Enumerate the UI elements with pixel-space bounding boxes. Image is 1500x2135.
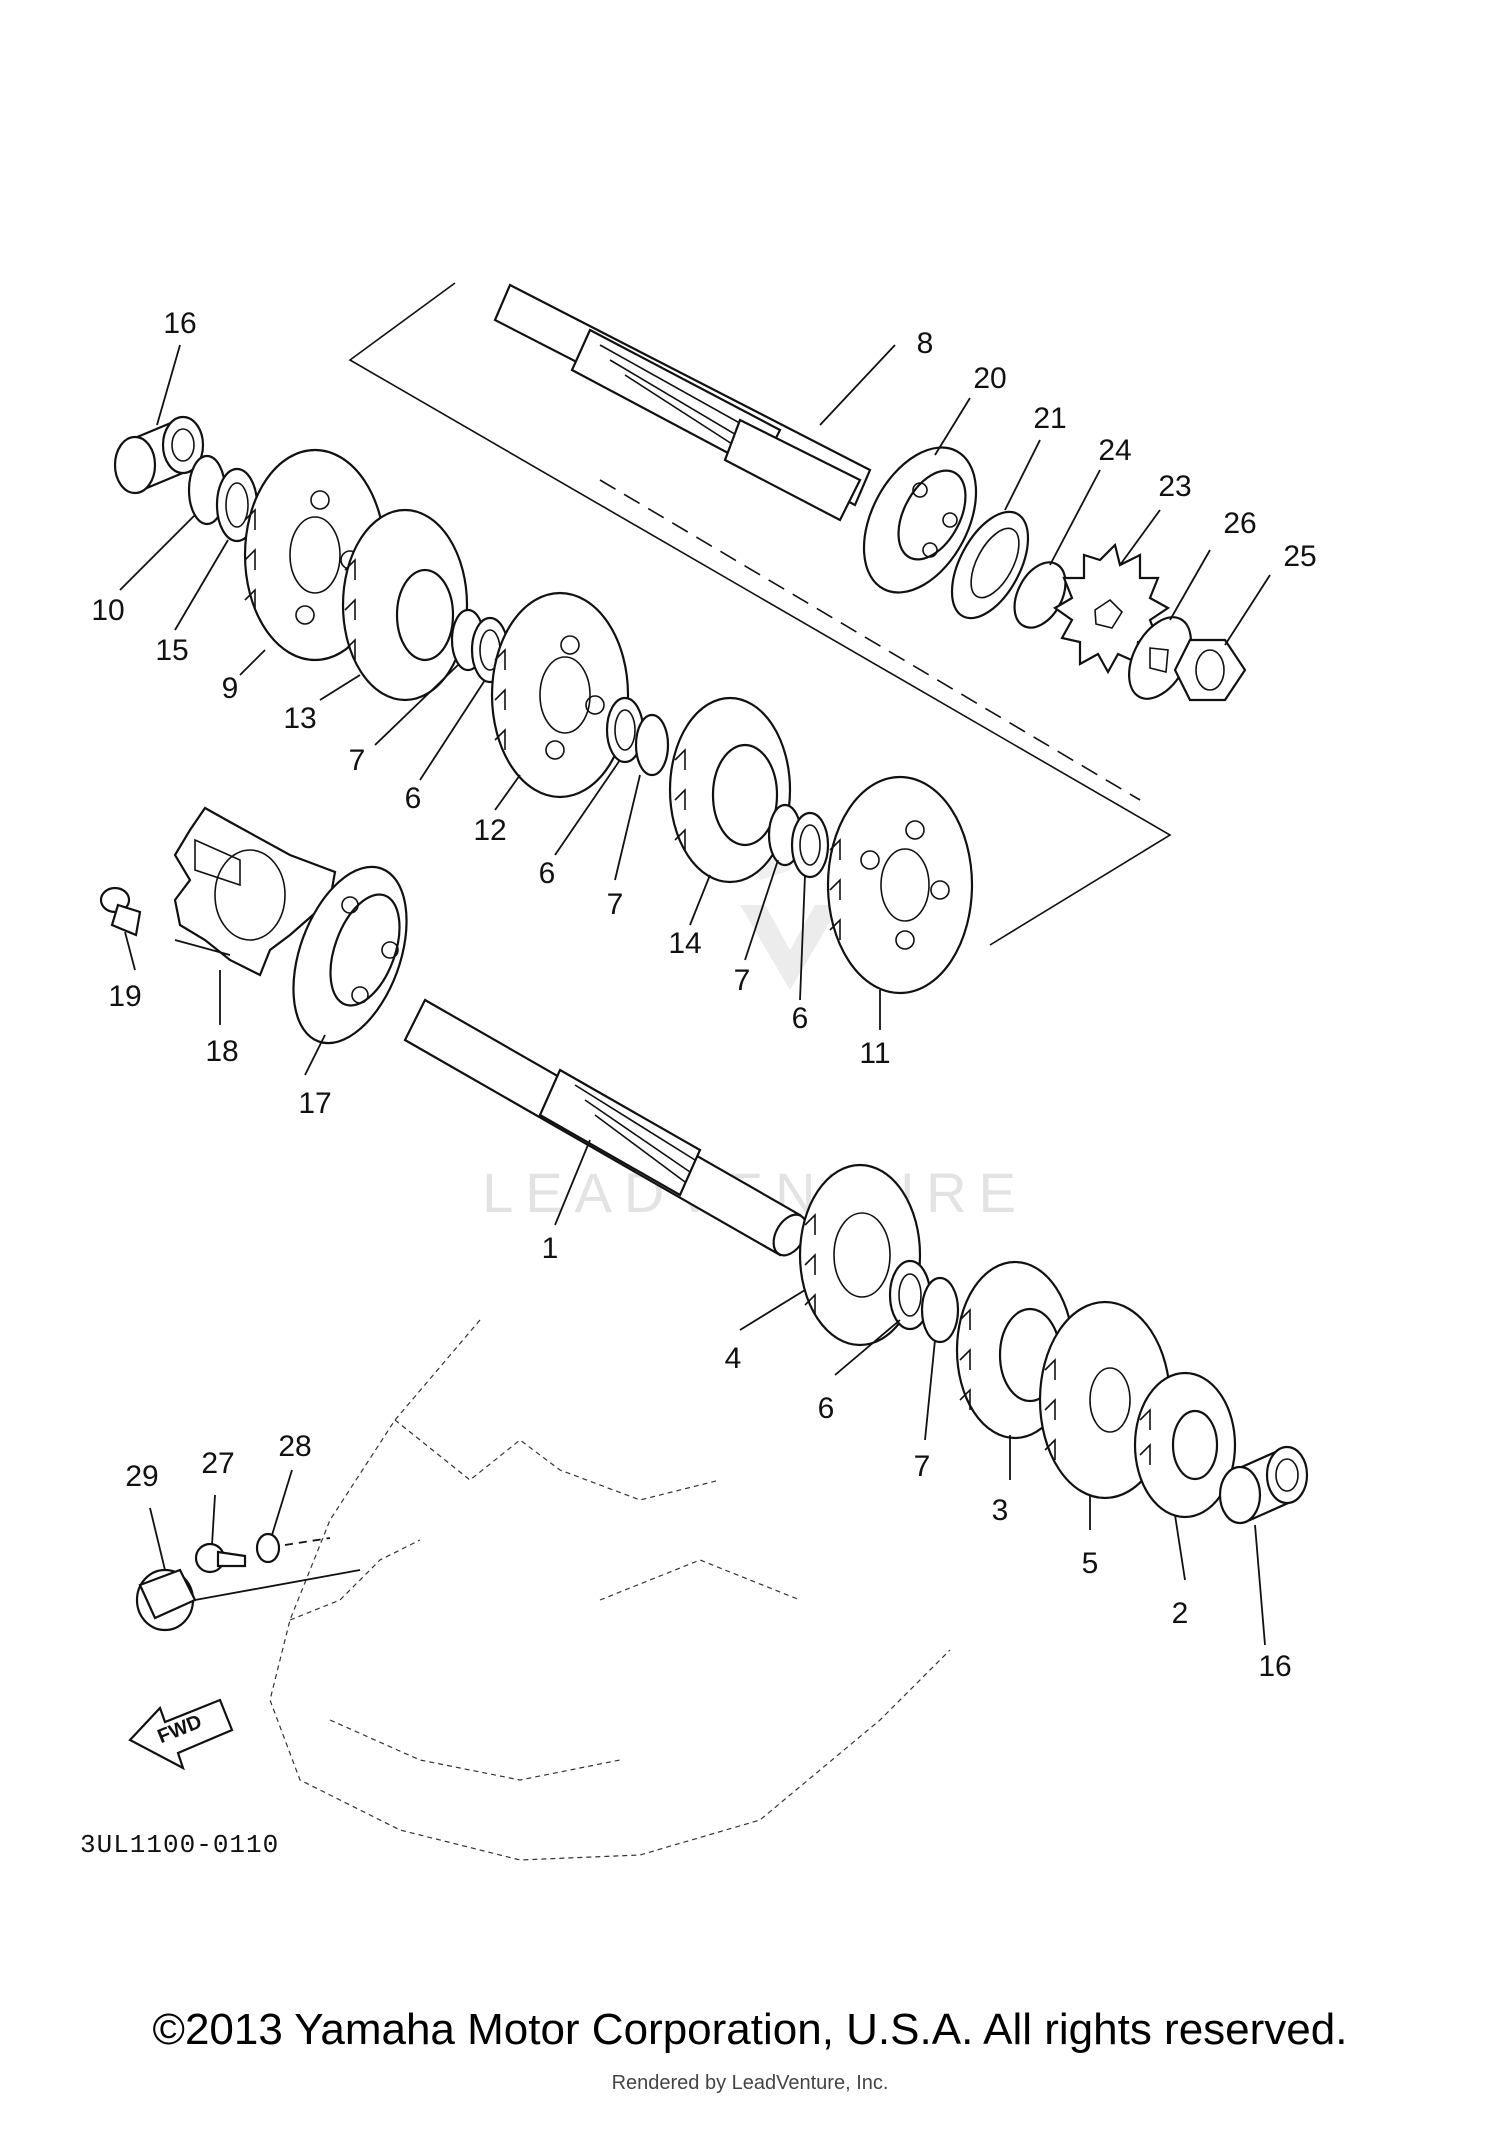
part-label-19: 19: [108, 980, 141, 1013]
part-label-6-b: 6: [539, 857, 556, 890]
upper-assembly-bracket: [348, 282, 1172, 946]
drawing-code: 3UL1100-0110: [80, 1830, 280, 1860]
part-label-4: 4: [725, 1342, 742, 1375]
part-label-21: 21: [1033, 402, 1066, 435]
part-label-5: 5: [1082, 1547, 1099, 1580]
part-label-12: 12: [473, 814, 506, 847]
engine-case-outline: [269, 1319, 951, 1861]
part-label-13: 13: [283, 702, 316, 735]
part-label-15: 15: [155, 634, 188, 667]
bearing-plate-18: [173, 806, 337, 977]
part-label-2: 2: [1172, 1597, 1189, 1630]
main-axle-shaft: [403, 998, 808, 1257]
part-label-7-a: 7: [349, 744, 366, 777]
part-label-9: 9: [222, 672, 239, 705]
copyright-notice: ©2013 Yamaha Motor Corporation, U.S.A. A…: [152, 2005, 1348, 2054]
nut-25: [1173, 638, 1247, 702]
rendered-by-credit: Rendered by LeadVenture, Inc.: [611, 2072, 889, 2094]
drive-axle-shaft: [493, 283, 872, 522]
part-label-25: 25: [1283, 540, 1316, 573]
part-label-6-d: 6: [818, 1392, 835, 1425]
part-label-23: 23: [1158, 470, 1191, 503]
circlip-7-d: [920, 1276, 960, 1344]
gear-12: [490, 591, 630, 799]
part-label-11: 11: [859, 1037, 890, 1070]
washer-28: [255, 1532, 281, 1564]
washer-6-c: [790, 811, 830, 879]
part-label-24: 24: [1098, 434, 1131, 467]
gear-13: [341, 508, 469, 702]
part-label-17: 17: [298, 1087, 331, 1120]
part-label-14: 14: [668, 927, 701, 960]
part-label-10: 10: [91, 594, 124, 627]
part-label-7-d: 7: [914, 1450, 931, 1483]
leader-screw-path: [284, 1537, 331, 1546]
gear-14: [668, 696, 792, 884]
part-label-6-c: 6: [792, 1002, 809, 1035]
part-label-8: 8: [917, 327, 934, 360]
bearing-17: [292, 865, 408, 1045]
part-label-7-b: 7: [607, 888, 624, 921]
screw-27: [194, 1542, 247, 1574]
leader-plug-path: [194, 1569, 361, 1601]
part-label-20: 20: [973, 362, 1006, 395]
part-label-27: 27: [201, 1447, 234, 1480]
bolt-19: [99, 886, 142, 937]
part-label-29: 29: [125, 1460, 158, 1493]
part-label-1: 1: [542, 1232, 559, 1265]
part-label-22: 16: [163, 307, 196, 340]
gear-11: [826, 775, 974, 995]
part-number-labels: 16 8 20 21 24 23 26 25 10 15 9 13 7 6 12…: [91, 307, 1316, 1683]
gear-2: [1133, 1371, 1237, 1519]
part-label-16: 16: [1258, 1650, 1291, 1683]
bearing-22: [113, 415, 205, 495]
leader-lines: [119, 344, 1271, 1646]
part-label-3: 3: [992, 1494, 1009, 1527]
bearing-16: [1218, 1445, 1309, 1525]
part-label-28: 28: [278, 1430, 311, 1463]
part-label-18: 18: [205, 1035, 238, 1068]
part-label-6-a: 6: [405, 782, 422, 815]
plug-29: [135, 1568, 197, 1632]
fwd-arrow-icon: FWD: [128, 1698, 234, 1771]
oil-seal-21: [950, 510, 1030, 620]
bearing-20: [862, 446, 978, 594]
part-label-26: 26: [1223, 507, 1256, 540]
circlip-7-b: [634, 713, 670, 777]
part-label-7-c: 7: [734, 964, 751, 997]
